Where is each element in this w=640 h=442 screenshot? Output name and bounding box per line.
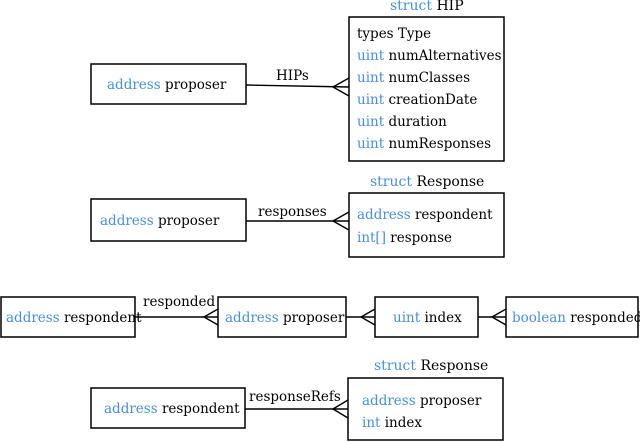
hip-edge-line [245, 84, 350, 88]
responded-index-text: uint index [393, 310, 462, 326]
hip-field-3: uint creationDate [357, 92, 477, 108]
response2-struct-title-name: Response [420, 358, 488, 374]
response1-field-1-name: response [390, 230, 452, 246]
response1-struct-box [348, 192, 505, 258]
response-refs-respondent-key-type: address [104, 401, 158, 417]
hip-proposer-key-name: proposer [165, 77, 227, 93]
responses-proposer-key-type: address [100, 213, 154, 229]
responded-index-box [374, 296, 479, 338]
response1-struct-title-keyword: struct [370, 174, 412, 190]
responded-respondent-key-text: address respondent [6, 310, 142, 326]
responded-respondent-key-type: address [6, 310, 60, 326]
responses-proposer-key-text: address proposer [100, 213, 220, 229]
responded-mapping-group: address respondent responded address pro… [0, 294, 640, 338]
hip-field-4-type: uint [357, 114, 385, 130]
hip-field-5: uint numResponses [357, 136, 491, 152]
response2-field-1: int index [362, 415, 422, 431]
hip-field-4-name: duration [388, 114, 447, 130]
responded-proposer-name: proposer [283, 310, 345, 326]
hip-field-2-name: numClasses [388, 70, 470, 86]
hip-field-0-name: types Type [357, 26, 431, 42]
response2-field-0-name: proposer [420, 393, 482, 409]
responses-proposer-key-name: proposer [158, 213, 220, 229]
hip-proposer-key-type: address [107, 77, 161, 93]
responded-respondent-key-name: respondent [64, 310, 142, 326]
responded-proposer-type: address [225, 310, 279, 326]
responded-crowfoot-1-icon [203, 308, 219, 326]
responses-edge-label: responses [258, 204, 327, 220]
hip-field-3-type: uint [357, 92, 385, 108]
response-refs-mapping-group: address respondent responseRefs struct R… [90, 358, 504, 441]
responded-edge-label: responded [143, 294, 215, 310]
hip-field-4: uint duration [357, 114, 447, 130]
hip-mapping-group: address proposer HIPs struct HIP types T… [90, 0, 505, 162]
response2-field-0-type: address [362, 393, 416, 409]
response2-field-1-type: int [362, 415, 381, 431]
hip-field-1-type: uint [357, 48, 385, 64]
hip-crowfoot-icon [332, 77, 350, 97]
response-refs-respondent-key-box [90, 387, 246, 429]
response1-field-1: int[] response [357, 230, 452, 246]
hip-field-2: uint numClasses [357, 70, 470, 86]
response2-field-1-name: index [385, 415, 423, 431]
hip-proposer-key-box [90, 63, 247, 105]
hip-struct-title-keyword: struct [390, 0, 432, 14]
responded-crowfoot-2-icon [360, 308, 376, 326]
responded-proposer-box [217, 296, 347, 338]
responded-index-type: uint [393, 310, 421, 326]
response2-struct-box [347, 377, 504, 441]
hip-field-1: uint numAlternatives [357, 48, 502, 64]
response2-struct-title-keyword: struct [374, 358, 416, 374]
response-refs-respondent-key-text: address respondent [104, 401, 240, 417]
hip-field-0: types Type [357, 26, 431, 42]
response1-field-0-name: respondent [415, 207, 493, 223]
response1-field-0: address respondent [357, 207, 493, 223]
response2-struct-title: struct Response [374, 358, 488, 374]
hip-field-3-name: creationDate [388, 92, 477, 108]
responded-crowfoot-3-icon [491, 308, 507, 326]
response1-field-1-type: int[] [357, 230, 386, 246]
response1-field-0-type: address [357, 207, 411, 223]
hip-field-5-name: numResponses [388, 136, 491, 152]
hip-proposer-key-text: address proposer [107, 77, 227, 93]
responded-index-name: index [424, 310, 462, 326]
response-refs-edge-label: responseRefs [249, 389, 341, 405]
response-refs-crowfoot-icon [332, 399, 349, 419]
response-refs-respondent-key-name: respondent [162, 401, 240, 417]
hip-field-2-type: uint [357, 70, 385, 86]
responded-flag-type: boolean [512, 310, 566, 326]
response1-struct-title: struct Response [370, 174, 484, 190]
responses-mapping-group: address proposer responses struct Respon… [90, 174, 505, 258]
hip-edge-label: HIPs [276, 68, 309, 84]
hip-field-5-type: uint [357, 136, 385, 152]
responded-flag-box [505, 296, 639, 338]
responded-respondent-key-box [0, 296, 136, 338]
hip-field-1-name: numAlternatives [388, 48, 501, 64]
responses-proposer-key-box [90, 198, 247, 242]
hip-struct-title: struct HIP [390, 0, 464, 14]
hip-struct-box [348, 16, 505, 162]
responses-crowfoot-icon [332, 211, 350, 231]
hip-struct-title-name: HIP [436, 0, 463, 14]
responded-flag-text: boolean responded [512, 310, 640, 326]
response2-field-0: address proposer [362, 393, 482, 409]
responded-proposer-text: address proposer [225, 310, 345, 326]
response1-struct-title-name: Response [416, 174, 484, 190]
responded-flag-name: responded [570, 310, 640, 326]
